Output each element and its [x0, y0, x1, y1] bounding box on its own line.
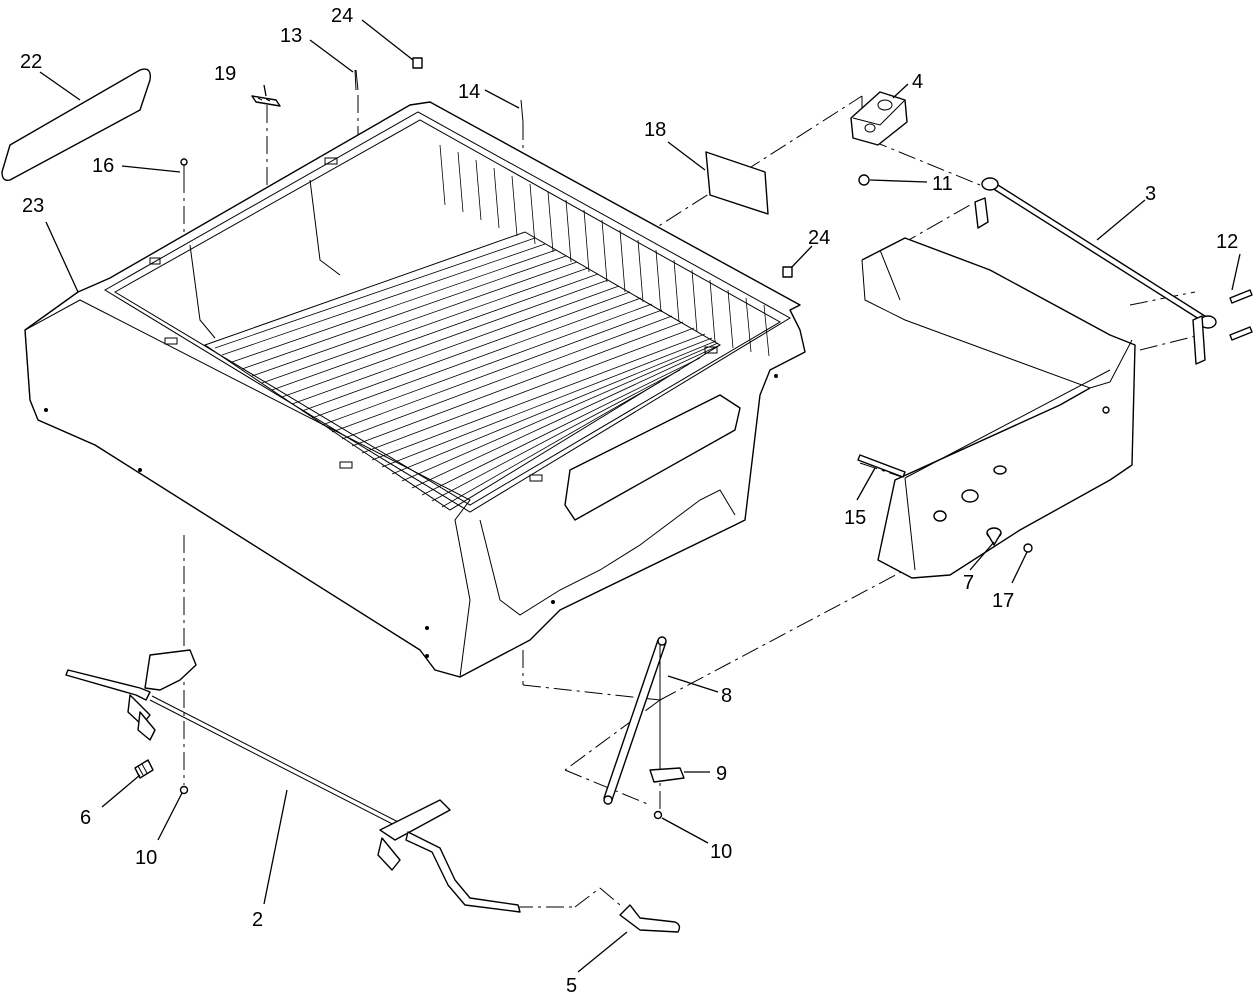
- callout-11: 11: [932, 173, 953, 195]
- callout-15: 15: [844, 507, 866, 529]
- nut-10-left: [179, 785, 189, 795]
- callout-2: 2: [252, 909, 263, 931]
- callout-9: 9: [716, 763, 727, 785]
- nut-17: [1023, 543, 1033, 553]
- decal-22: [1, 68, 151, 182]
- rear-frame: [861, 177, 1253, 579]
- callout-14: 14: [458, 81, 480, 103]
- callout-10-left: 10: [135, 847, 157, 869]
- callout-24-top: 24: [331, 5, 353, 27]
- latch-rod-2: [65, 649, 521, 913]
- leader-lines: [39, 19, 1241, 973]
- callout-10-right: 10: [710, 841, 732, 863]
- link-rod-8: [603, 636, 667, 805]
- callout-12: 12: [1216, 231, 1238, 253]
- callout-13: 13: [280, 25, 302, 47]
- callout-8: 8: [721, 685, 732, 707]
- callout-3: 3: [1145, 183, 1156, 205]
- nut-10-right: [653, 810, 663, 820]
- callout-23: 23: [22, 195, 44, 217]
- callout-4: 4: [912, 71, 923, 93]
- rod-13: [354, 69, 359, 91]
- cargo-box: [24, 101, 806, 678]
- bolt-15: [857, 454, 906, 478]
- nut-11: [858, 174, 870, 186]
- pin-16: [180, 158, 188, 178]
- callout-16: 16: [92, 155, 114, 177]
- callout-17: 17: [992, 590, 1014, 612]
- clip-19: [251, 95, 281, 107]
- spacer-7: [986, 527, 1002, 546]
- callout-labels: 22 19 13 24 14 18 4 11 3 16 23 24 12 15 …: [20, 5, 1238, 997]
- callout-19: 19: [214, 63, 236, 85]
- callout-5: 5: [566, 975, 577, 997]
- tag-24-top: [412, 57, 423, 69]
- decal-18: [705, 151, 769, 215]
- bumper-block-4: [850, 91, 908, 146]
- bolts-12: [1229, 289, 1253, 341]
- bracket-9: [649, 767, 685, 783]
- callout-18: 18: [644, 119, 666, 141]
- callout-24-right: 24: [808, 227, 830, 249]
- callout-22: 22: [20, 51, 42, 73]
- spring-6: [134, 759, 154, 779]
- handle-5: [619, 904, 681, 933]
- callout-6: 6: [80, 807, 91, 829]
- rod-14: [520, 99, 524, 123]
- tag-24-right: [782, 266, 793, 278]
- callout-7: 7: [963, 572, 974, 594]
